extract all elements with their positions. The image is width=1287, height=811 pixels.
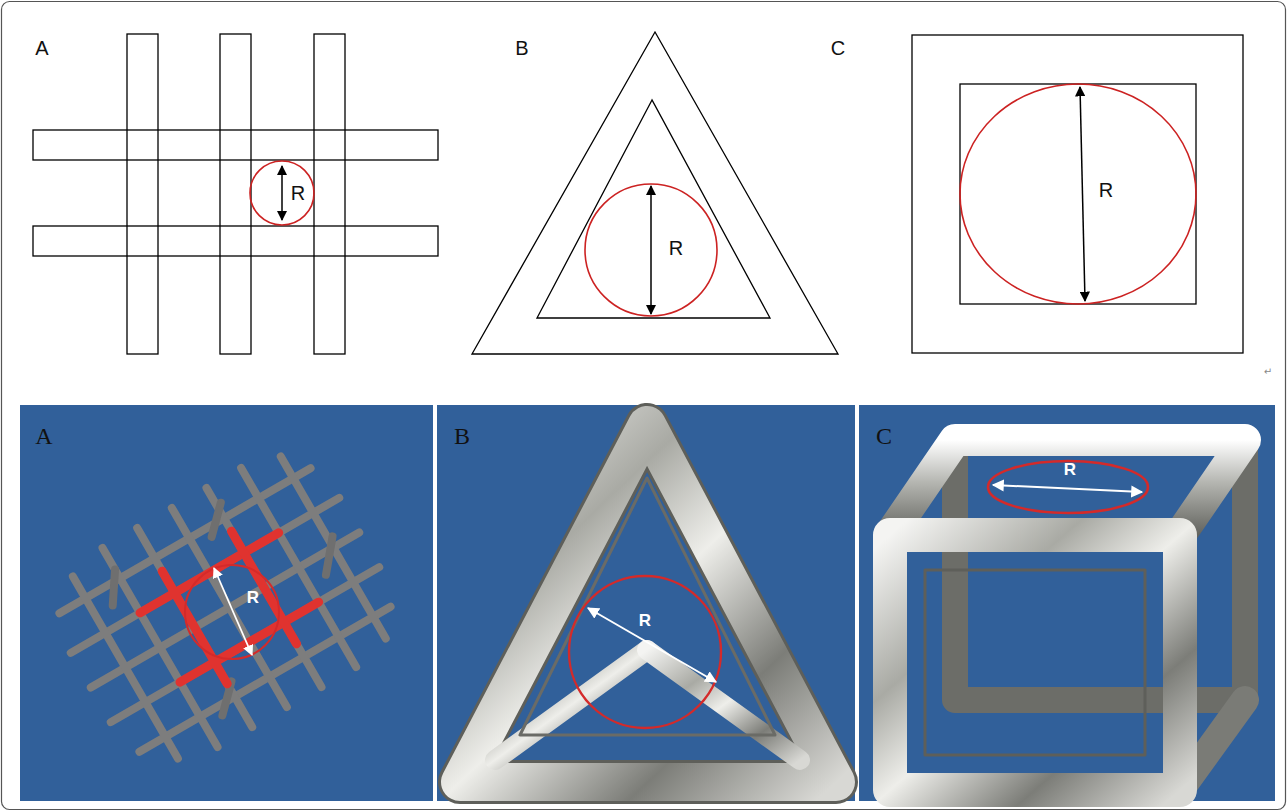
render-panel — [859, 405, 1275, 801]
inner-rim — [925, 570, 1145, 755]
panel-letter: C — [831, 38, 845, 58]
horizontal-bar — [33, 226, 438, 256]
inner-rim — [520, 478, 775, 735]
dimension-arrow — [281, 166, 283, 220]
pore-circle — [569, 576, 721, 728]
panel-letter: C — [876, 424, 892, 448]
return-mark: ↵ — [1264, 367, 1272, 377]
frame-shadow — [460, 425, 836, 782]
horizontal-bar — [33, 130, 438, 160]
inner-square — [960, 84, 1196, 304]
panel-letter: B — [454, 424, 470, 448]
pore-circle — [250, 161, 314, 225]
dimension-arrow — [650, 186, 652, 314]
front-face — [890, 535, 1180, 790]
render-panel — [437, 405, 855, 801]
lattice-render — [33, 433, 416, 787]
dimension-arrow — [1080, 87, 1085, 301]
lattice-rods — [33, 433, 416, 787]
frame-edge — [460, 425, 836, 782]
outer-square — [912, 35, 1243, 353]
dimension-label: R — [639, 612, 651, 629]
outer-triangle — [472, 32, 838, 354]
panel-letter: A — [35, 38, 48, 58]
dimension-label: R — [247, 589, 259, 606]
pore-circle — [988, 461, 1148, 513]
dimension-label: R — [1099, 180, 1113, 200]
dimension-label: R — [291, 183, 305, 203]
dimension-arrow — [588, 608, 716, 682]
dimension-label: R — [669, 238, 683, 258]
frame-edge — [637, 455, 657, 650]
tetrahedron-render — [460, 425, 836, 782]
vertical-bar — [314, 34, 345, 354]
vertical-bar — [127, 34, 158, 354]
highlighted-rods — [128, 511, 332, 704]
pore-circle — [185, 565, 279, 659]
render-panel — [20, 405, 433, 801]
dimension-arrow — [214, 568, 252, 655]
panel-letter: B — [515, 38, 528, 58]
dimension-label: R — [1064, 461, 1076, 478]
pore-circle — [585, 184, 717, 316]
inner-triangle — [537, 100, 770, 318]
frame-edge — [647, 650, 800, 760]
grid-schematic — [33, 34, 438, 354]
vertical-bar — [220, 34, 251, 354]
cube-render — [890, 440, 1245, 790]
pore-circle — [960, 84, 1196, 304]
panel-letter: A — [35, 424, 52, 448]
dimension-arrow — [993, 485, 1142, 492]
